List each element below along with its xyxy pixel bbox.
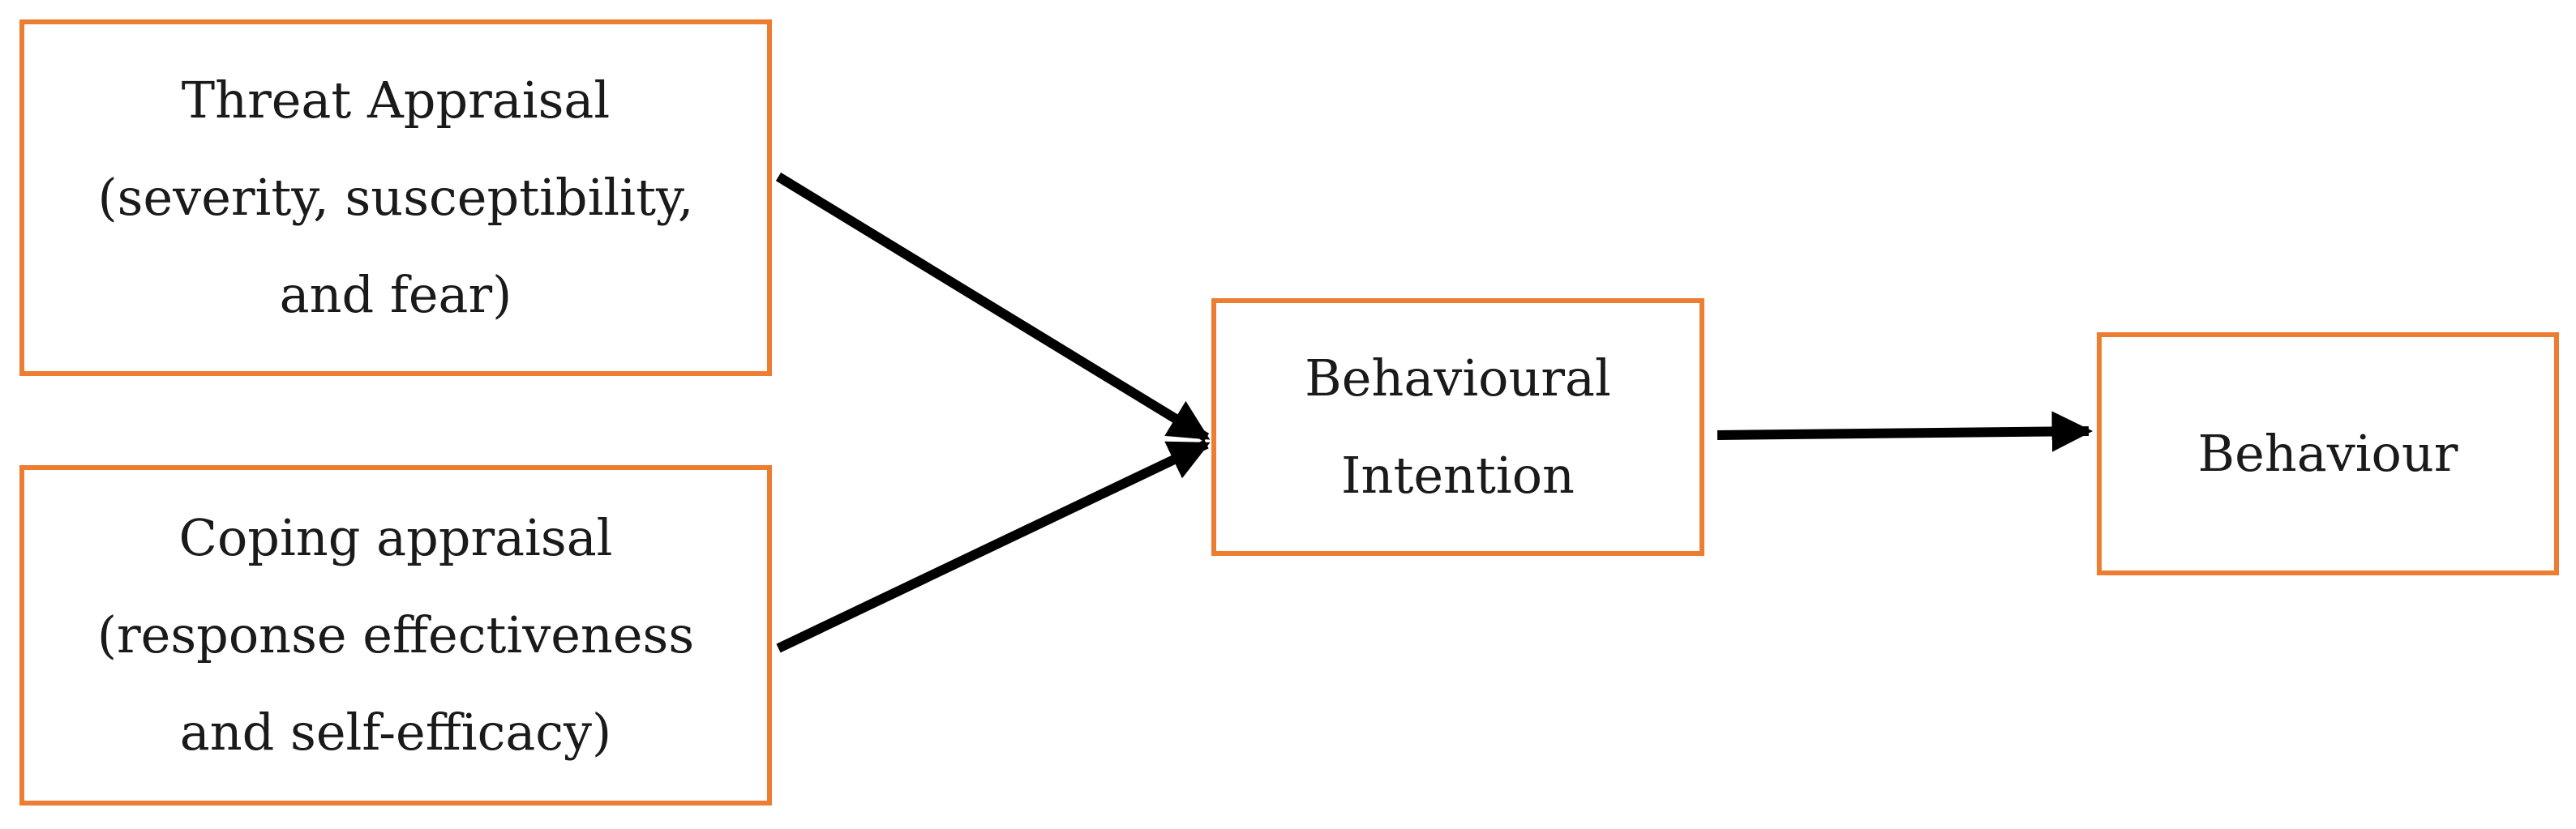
arrow-coping-to-intention bbox=[776, 439, 1211, 653]
threat-appraisal-detail-1: (severity, susceptibility, bbox=[97, 168, 694, 227]
threat-appraisal-title: Threat Appraisal bbox=[181, 71, 611, 130]
behaviour-label: Behaviour bbox=[2197, 424, 2458, 483]
behavioural-intention-line-1: Behavioural bbox=[1305, 348, 1611, 408]
coping-appraisal-title: Coping appraisal bbox=[178, 508, 613, 567]
arrow-threat-to-intention bbox=[775, 172, 1211, 442]
arrow-intention-to-behaviour bbox=[1717, 411, 2094, 452]
behavioural-intention-box: Behavioural Intention bbox=[1211, 298, 1704, 556]
behaviour-box: Behaviour bbox=[2097, 332, 2559, 575]
coping-appraisal-box: Coping appraisal (response effectiveness… bbox=[19, 465, 772, 805]
coping-appraisal-detail-2: and self-efficacy) bbox=[179, 703, 612, 762]
coping-appraisal-detail-1: (response effectiveness bbox=[96, 605, 695, 664]
behavioural-intention-line-2: Intention bbox=[1341, 446, 1575, 505]
threat-appraisal-box: Threat Appraisal (severity, susceptibili… bbox=[19, 19, 772, 376]
threat-appraisal-detail-2: and fear) bbox=[279, 265, 512, 324]
